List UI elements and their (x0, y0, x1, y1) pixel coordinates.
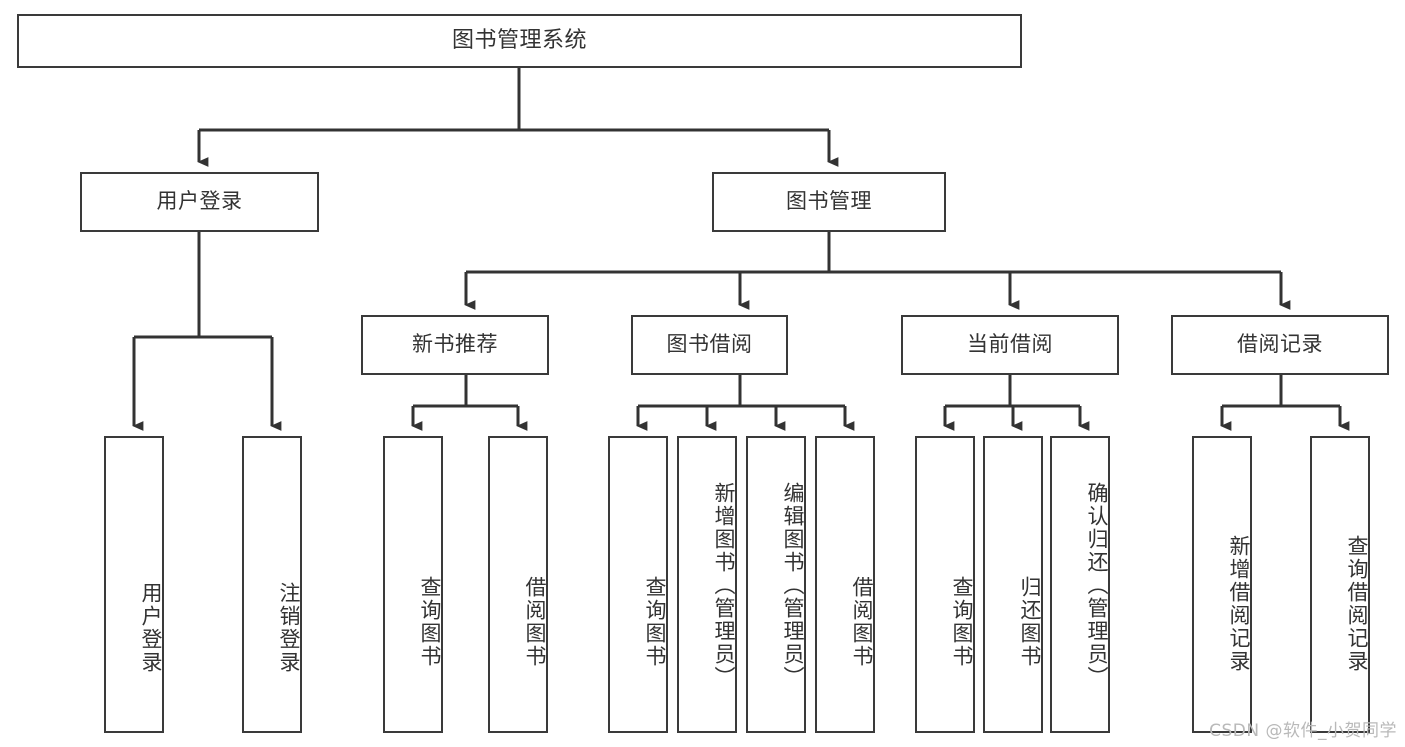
node-leaf-add-book[interactable]: 新增图书（管理员） (677, 436, 737, 733)
node-root-title[interactable]: 图书管理系统 (17, 14, 1022, 68)
node-current-borrow[interactable]: 当前借阅 (901, 315, 1119, 375)
node-label: 借阅图书 (850, 575, 874, 668)
node-book-borrow[interactable]: 图书借阅 (631, 315, 788, 375)
node-label: 图书管理系统 (451, 27, 587, 53)
node-label: 查询图书 (418, 575, 442, 668)
node-new-book-recommend[interactable]: 新书推荐 (361, 315, 549, 375)
node-label: 图书管理 (786, 189, 872, 214)
node-label: 注销登录 (277, 581, 301, 674)
node-leaf-query-book-3[interactable]: 查询图书 (915, 436, 975, 733)
node-label: 新增借阅记录 (1227, 534, 1251, 673)
node-label: 用户登录 (156, 189, 243, 214)
node-label: 借阅图书 (523, 575, 547, 668)
node-leaf-return-book[interactable]: 归还图书 (983, 436, 1043, 733)
node-leaf-borrow-book-1[interactable]: 借阅图书 (488, 436, 548, 733)
node-label: 确认归还（管理员） (1085, 482, 1109, 689)
node-label: 新增图书（管理员） (712, 482, 736, 689)
node-borrow-record[interactable]: 借阅记录 (1171, 315, 1389, 375)
node-leaf-edit-book[interactable]: 编辑图书（管理员） (746, 436, 806, 733)
node-label: 借阅记录 (1237, 332, 1323, 357)
node-label: 编辑图书（管理员） (781, 482, 805, 689)
node-label: 查询借阅记录 (1345, 534, 1369, 673)
node-leaf-user-login[interactable]: 用户登录 (104, 436, 164, 733)
node-label: 当前借阅 (967, 332, 1053, 357)
node-leaf-confirm-return[interactable]: 确认归还（管理员） (1050, 436, 1110, 733)
node-leaf-add-record[interactable]: 新增借阅记录 (1192, 436, 1252, 733)
node-book-manage[interactable]: 图书管理 (712, 172, 946, 232)
node-label: 新书推荐 (412, 332, 498, 357)
node-label: 查询图书 (643, 575, 667, 668)
node-leaf-query-book-2[interactable]: 查询图书 (608, 436, 668, 733)
node-leaf-query-record[interactable]: 查询借阅记录 (1310, 436, 1370, 733)
node-label: 图书借阅 (666, 332, 753, 357)
node-leaf-borrow-book-2[interactable]: 借阅图书 (815, 436, 875, 733)
node-user-login[interactable]: 用户登录 (80, 172, 319, 232)
node-label: 用户登录 (139, 581, 163, 674)
node-label: 归还图书 (1018, 575, 1042, 668)
node-label: 查询图书 (950, 575, 974, 668)
node-leaf-user-logout[interactable]: 注销登录 (242, 436, 302, 733)
watermark-text: CSDN @软件_小贺同学 (1209, 721, 1397, 741)
node-leaf-query-book-1[interactable]: 查询图书 (383, 436, 443, 733)
